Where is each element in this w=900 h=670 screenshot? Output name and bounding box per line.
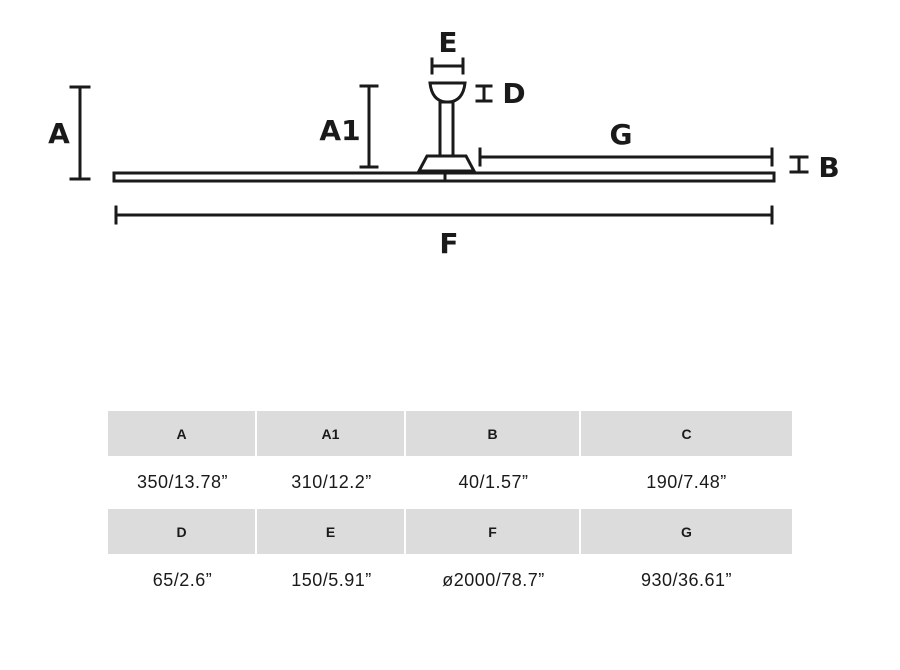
table-value-cell: 190/7.48”	[646, 472, 727, 492]
table-header-cell: C	[581, 411, 792, 456]
table-value-row: 350/13.78” 310/12.2” 40/1.57” 190/7.48”	[108, 456, 792, 509]
table-value-cell: 40/1.57”	[458, 472, 529, 492]
label-a: A	[48, 117, 70, 150]
table-header-cell: G	[581, 509, 792, 554]
fan-dimension-diagram: A A1 E D G B F	[48, 26, 840, 260]
downrod	[438, 100, 455, 158]
dimension-g-line	[478, 147, 774, 167]
table-header-row: A A1 B C	[108, 411, 792, 456]
label-a1: A1	[319, 114, 360, 147]
label-b: B	[818, 151, 839, 184]
table-value-row: 65/2.6” 150/5.91” ø2000/78.7” 930/36.61”	[108, 554, 792, 607]
table-header-cell: A1	[257, 411, 406, 456]
dimension-e-line	[430, 57, 465, 75]
label-e: E	[438, 26, 457, 59]
table-header-row: D E F G	[108, 509, 792, 554]
table-value-cell: 350/13.78”	[136, 472, 229, 492]
table-value-cell: ø2000/78.7”	[442, 570, 545, 590]
table-value-cell: 65/2.6”	[152, 570, 213, 590]
table-value-cell: 310/12.2”	[291, 472, 372, 492]
dimension-table: A A1 B C 350/13.78” 310/12.2” 40/1.57” 1…	[108, 411, 792, 607]
label-g: G	[610, 118, 633, 151]
label-f: F	[439, 227, 458, 260]
table-header-cell: A	[108, 411, 257, 456]
ceiling-canopy	[428, 81, 467, 104]
dimension-d-line	[475, 84, 493, 103]
table-header-cell: E	[257, 509, 406, 554]
dimension-a1-line	[359, 84, 379, 169]
dimension-b-line	[789, 155, 809, 174]
dimension-f-line	[114, 205, 774, 225]
motor-housing	[416, 154, 477, 173]
table-value-cell: 930/36.61”	[640, 570, 733, 590]
dimension-a-line	[69, 85, 91, 181]
table-header-cell: F	[406, 509, 581, 554]
label-d: D	[502, 77, 525, 110]
table-header-cell: B	[406, 411, 581, 456]
table-header-cell: D	[108, 509, 257, 554]
table-value-cell: 150/5.91”	[291, 570, 372, 590]
